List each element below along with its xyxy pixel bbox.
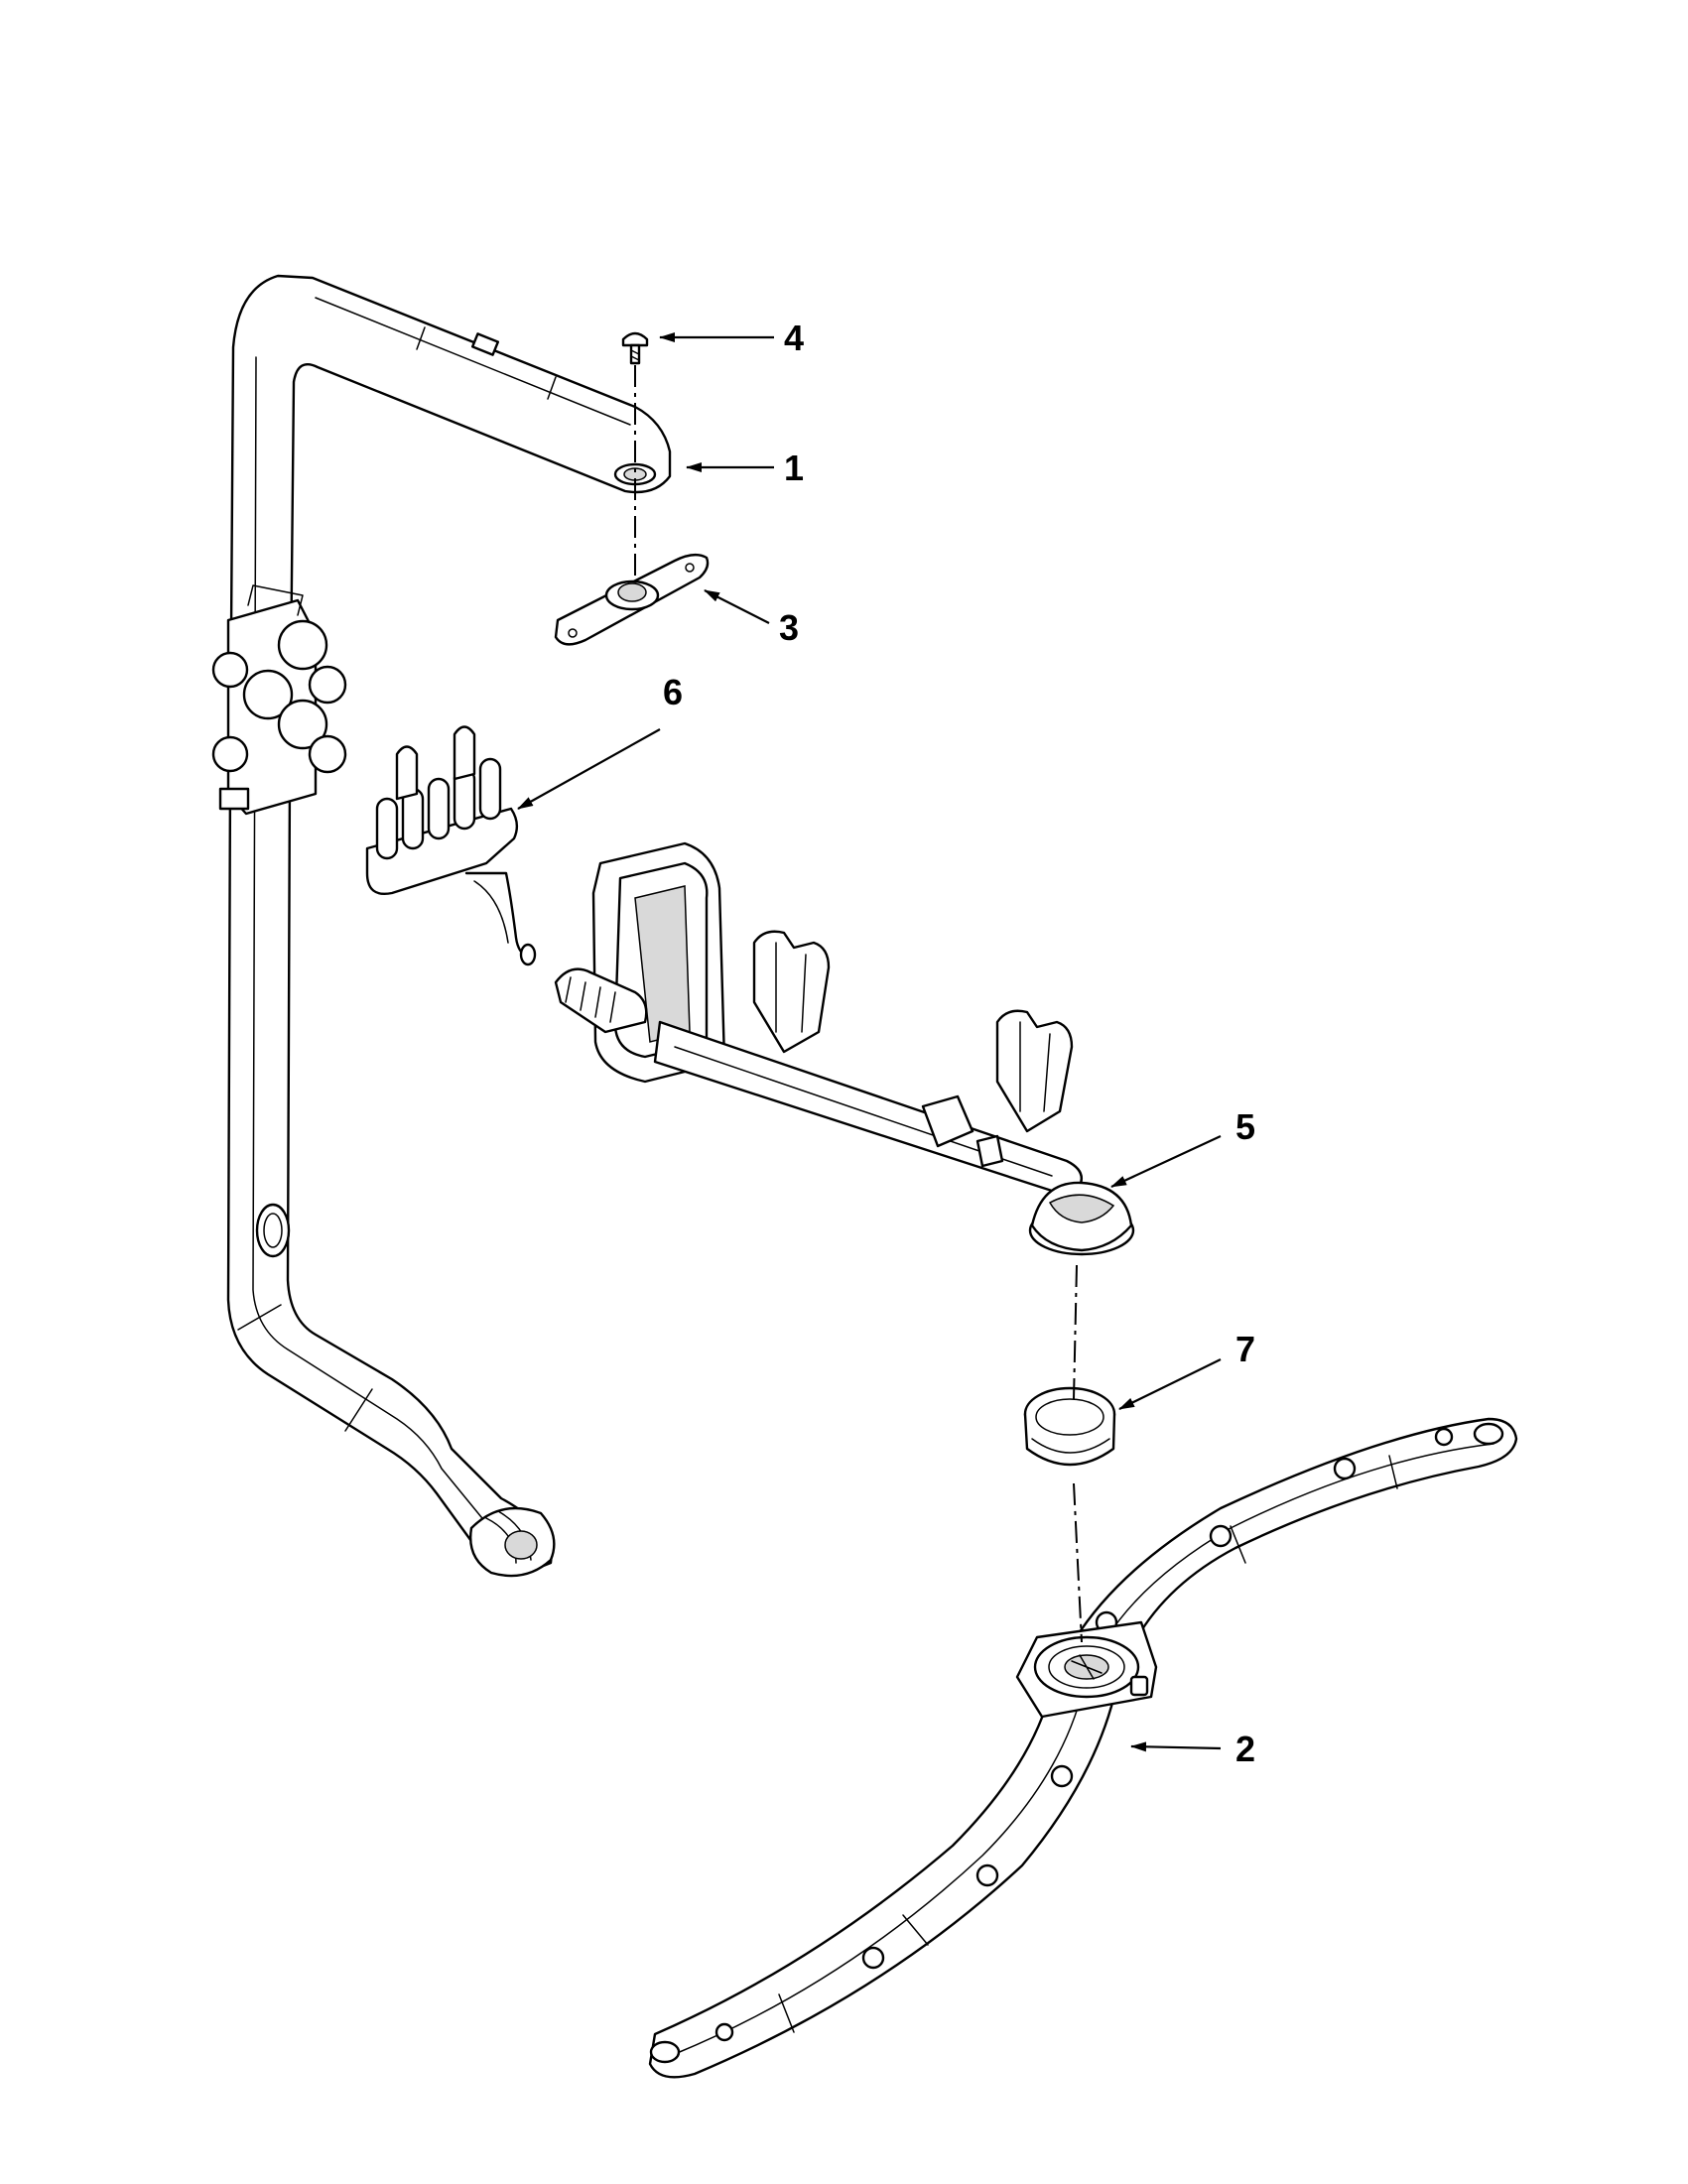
supply-tube xyxy=(226,274,672,1578)
callout-5: 5 xyxy=(1235,1106,1255,1147)
callout-4: 4 xyxy=(784,318,804,358)
tube-bracket xyxy=(211,584,347,816)
upper-spray-arm-assembly xyxy=(554,841,1135,1256)
distributor xyxy=(365,725,537,966)
callout-labels: 4 1 3 6 5 7 2 xyxy=(663,318,1255,1769)
callout-3: 3 xyxy=(779,607,799,648)
seal-ring xyxy=(1023,1386,1116,1467)
screw xyxy=(621,331,649,365)
callout-2: 2 xyxy=(1235,1729,1255,1769)
leader-lines xyxy=(517,332,1222,1752)
lower-spray-arm xyxy=(648,1417,1518,2079)
callout-7: 7 xyxy=(1235,1329,1255,1369)
mount-plate xyxy=(554,553,710,646)
callout-1: 1 xyxy=(784,448,804,488)
callout-6: 6 xyxy=(663,672,683,712)
assembly-centerlines xyxy=(634,365,1083,1643)
